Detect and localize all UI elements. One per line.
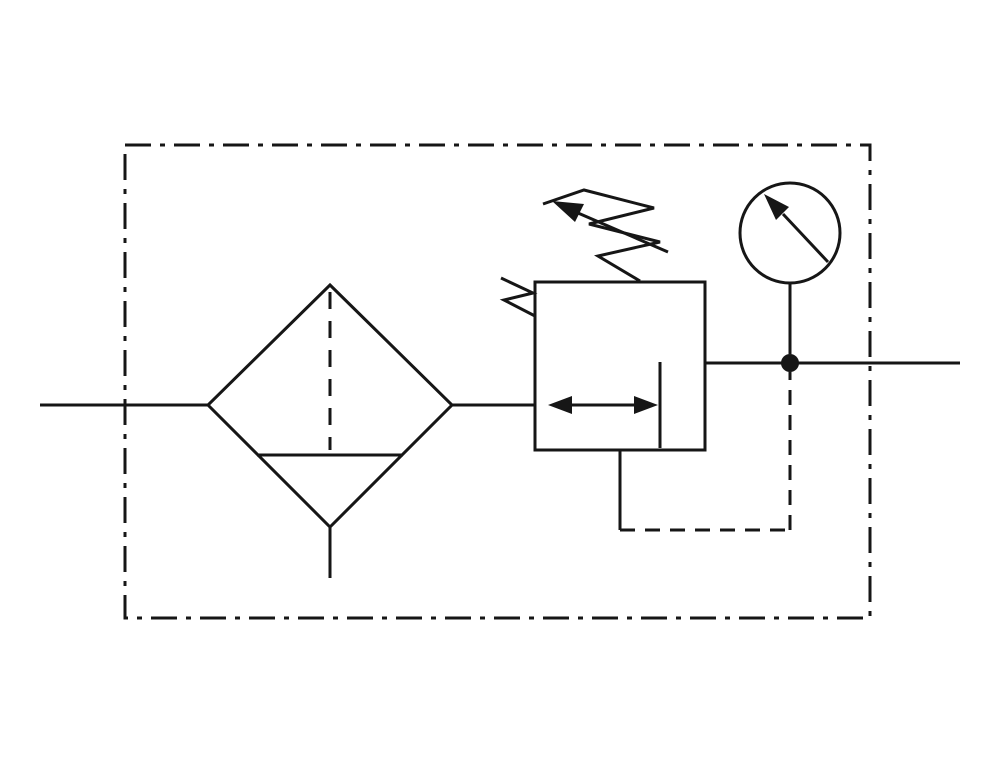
diagram-root <box>40 143 960 620</box>
flow-arrowhead-left-icon <box>548 396 572 414</box>
relief-spring-zigzag-icon <box>499 276 538 318</box>
pressure-gauge-symbol <box>738 181 842 354</box>
regulator-symbol <box>499 188 707 452</box>
pilot-feedback-line <box>618 372 792 532</box>
gauge-dial-circle <box>738 181 842 285</box>
gauge-needle-shaft <box>781 212 830 264</box>
adjustment-arrow-shaft <box>577 211 669 254</box>
gauge-needle-arrowhead-icon <box>764 194 789 220</box>
adjustment-arrowhead-icon <box>552 201 584 222</box>
junction-dot <box>781 354 799 372</box>
adjustment-spring-zigzag-icon <box>542 188 661 283</box>
assembly-enclosure-frame <box>123 143 872 620</box>
flow-arrowhead-right-icon <box>634 396 658 414</box>
filter-symbol <box>205 282 455 578</box>
regulator-box <box>533 280 707 452</box>
